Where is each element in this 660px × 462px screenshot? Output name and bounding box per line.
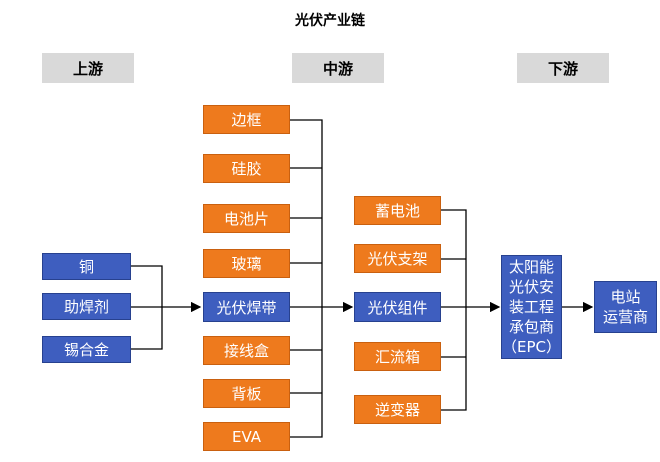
node-frame: 边框 (203, 105, 290, 134)
node-backsheet: 背板 (203, 379, 290, 408)
stage-upstream: 上游 (42, 53, 134, 83)
node-inverter: 逆变器 (354, 395, 441, 424)
node-combiner-box: 汇流箱 (354, 342, 441, 371)
node-battery: 蓄电池 (354, 196, 441, 225)
node-copper: 铜 (42, 253, 131, 280)
node-silicone: 硅胶 (203, 154, 290, 183)
node-cell: 电池片 (203, 204, 290, 233)
node-plant-operator: 电站 运营商 (594, 281, 657, 333)
diagram-title: 光伏产业链 (295, 13, 365, 29)
node-flux: 助焊剂 (42, 293, 131, 320)
node-eva: EVA (203, 422, 290, 451)
stage-downstream: 下游 (517, 53, 609, 83)
node-junction-box: 接线盒 (203, 336, 290, 365)
node-ribbon: 光伏焊带 (203, 292, 290, 322)
node-pv-mount: 光伏支架 (354, 244, 441, 273)
node-pv-module: 光伏组件 (354, 292, 441, 322)
node-epc-contractor: 太阳能 光伏安 装工程 承包商 （EPC） (501, 255, 562, 359)
node-tin-alloy: 锡合金 (42, 336, 131, 363)
node-glass: 玻璃 (203, 249, 290, 278)
stage-midstream: 中游 (292, 53, 384, 83)
